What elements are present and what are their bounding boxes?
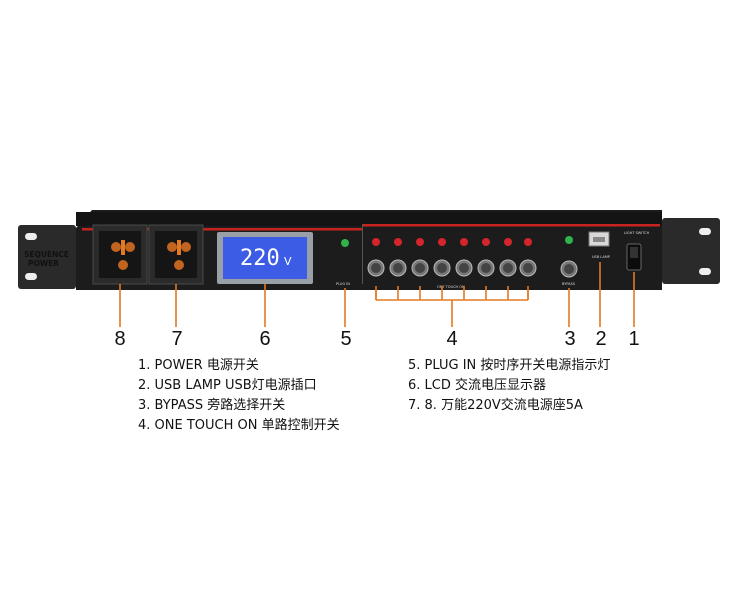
callout-1: 1 bbox=[628, 328, 640, 350]
power-switch bbox=[626, 243, 642, 271]
accent-stripe-left bbox=[82, 228, 362, 231]
one-touch-led-icon bbox=[482, 238, 490, 246]
legend-item: 6. LCD 交流电压显示器 bbox=[408, 378, 546, 393]
legend-right: 5. PLUG IN 按时序开关电源指示灯 6. LCD 交流电压显示器 7. … bbox=[408, 356, 610, 416]
one-touch-button-core bbox=[371, 263, 381, 273]
accent-stripe-right bbox=[362, 224, 660, 227]
legend-left: 1. POWER 电源开关 2. USB LAMP USB灯电源插口 3. BY… bbox=[138, 356, 340, 436]
one-touch-button-core bbox=[415, 263, 425, 273]
legend-item: 3. BYPASS 旁路选择开关 bbox=[138, 398, 286, 413]
callout-3: 3 bbox=[564, 328, 576, 350]
plug-in-label: PLUG IN bbox=[336, 282, 350, 286]
one-touch-button-core bbox=[459, 263, 469, 273]
callout-5: 5 bbox=[340, 328, 352, 350]
outlet-7 bbox=[148, 224, 204, 285]
one-touch-button-core bbox=[523, 263, 533, 273]
plug-in-led-icon bbox=[341, 239, 349, 247]
bypass-label: BYPASS bbox=[562, 282, 576, 286]
lcd-reading: 220 bbox=[240, 246, 280, 271]
one-touch-label: ONT TOUCH ON bbox=[437, 285, 465, 289]
light-switch-label: LIGHT SWITCH bbox=[624, 231, 650, 235]
left-rack-ear bbox=[18, 225, 76, 289]
one-touch-led-icon bbox=[460, 238, 468, 246]
brand-text-line1: SEQUENCE bbox=[24, 250, 69, 259]
callout-2: 2 bbox=[595, 328, 607, 350]
leader-lines bbox=[119, 262, 635, 327]
one-touch-button-core bbox=[503, 263, 513, 273]
lcd-unit: V bbox=[284, 255, 292, 268]
one-touch-led-icon bbox=[524, 238, 532, 246]
callout-4: 4 bbox=[446, 328, 458, 350]
one-touch-button-core bbox=[437, 263, 447, 273]
one-touch-button-core bbox=[481, 263, 491, 273]
one-touch-buttons bbox=[367, 238, 537, 277]
outlet-hole-icon bbox=[167, 242, 177, 252]
callout-7: 7 bbox=[171, 328, 183, 350]
legend-item: 2. USB LAMP USB灯电源插口 bbox=[138, 378, 317, 393]
one-touch-led-icon bbox=[372, 238, 380, 246]
legend-item: 5. PLUG IN 按时序开关电源指示灯 bbox=[408, 358, 611, 373]
usb-label: USB LAMP bbox=[592, 255, 610, 259]
legend-item: 4. ONE TOUCH ON 单路控制开关 bbox=[138, 418, 340, 433]
one-touch-led-icon bbox=[504, 238, 512, 246]
usb-port bbox=[588, 231, 610, 247]
callout-8: 8 bbox=[114, 328, 126, 350]
outlet-8 bbox=[92, 224, 148, 285]
one-touch-led-icon bbox=[438, 238, 446, 246]
right-rack-ear bbox=[662, 218, 720, 284]
outlet-hole-icon bbox=[111, 242, 121, 252]
bypass-led-icon bbox=[565, 236, 573, 244]
one-touch-led-icon bbox=[394, 238, 402, 246]
bypass-switch bbox=[560, 236, 578, 278]
lcd-display: 220 V bbox=[217, 232, 313, 284]
brand-text-line2: POWER bbox=[28, 259, 59, 268]
one-touch-button-core bbox=[393, 263, 403, 273]
legend-item: 7. 8. 万能220V交流电源座5A bbox=[408, 398, 583, 413]
callout-6: 6 bbox=[259, 328, 271, 350]
one-touch-led-icon bbox=[416, 238, 424, 246]
legend-item: 1. POWER 电源开关 bbox=[138, 358, 259, 373]
